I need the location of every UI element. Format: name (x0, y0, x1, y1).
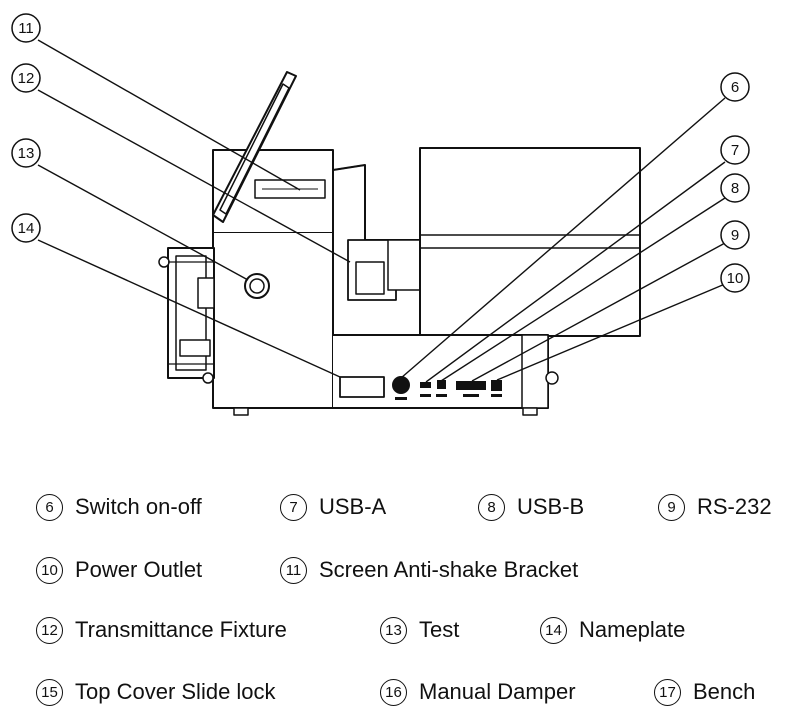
bench-assembly (158, 247, 215, 384)
legend-label: RS-232 (697, 494, 772, 519)
callout-9: 9 (720, 220, 750, 250)
callout-14: 14 (11, 213, 41, 243)
callout-6: 6 (720, 72, 750, 102)
svg-text:7: 7 (731, 142, 739, 159)
legend-item-6: 6 Switch on-off (36, 491, 202, 523)
legend-badge: 16 (380, 678, 407, 706)
legend-item-17: 17 Bench (654, 676, 755, 708)
foot-right (522, 407, 538, 416)
svg-text:9: 9 (731, 227, 739, 244)
callout-8: 8 (720, 173, 750, 203)
legend-item-11: 11 Screen Anti-shake Bracket (280, 554, 578, 586)
svg-text:11: 11 (18, 20, 34, 37)
legend-badge: 17 (654, 678, 681, 706)
legend-item-15: 15 Top Cover Slide lock (36, 676, 276, 708)
legend-item-9: 9 RS-232 (658, 491, 772, 523)
switch-on-off (392, 376, 410, 400)
instrument-diagram: 11 12 13 14 6 7 8 9 (11, 13, 750, 416)
legend-label: USB-B (517, 494, 585, 519)
nameplate (339, 376, 385, 398)
legend-badge: 13 (380, 616, 407, 644)
callout-7: 7 (720, 135, 750, 165)
legend-label: Transmittance Fixture (75, 617, 287, 642)
legend-label: Power Outlet (75, 557, 203, 582)
usb-b-port (436, 380, 447, 397)
svg-text:6: 6 (731, 79, 739, 96)
legend-label: USB-A (319, 494, 387, 519)
legend-item-13: 13 Test (380, 614, 459, 646)
legend-label: Nameplate (579, 617, 686, 642)
screen (212, 71, 297, 223)
legend-badge: 12 (36, 616, 63, 644)
transmittance-fixture (347, 239, 421, 301)
svg-text:14: 14 (18, 220, 35, 237)
legend-label: Screen Anti-shake Bracket (319, 557, 579, 582)
legend-item-7: 7 USB-A (280, 491, 386, 523)
usb-a-port (420, 382, 431, 397)
legend-item-12: 12 Transmittance Fixture (36, 614, 287, 646)
legend-item-10: 10 Power Outlet (36, 554, 202, 586)
legend-label: Switch on-off (75, 494, 202, 519)
legend-badge: 15 (36, 678, 63, 706)
svg-text:10: 10 (727, 270, 744, 287)
test-button (244, 273, 270, 299)
legend-badge: 6 (36, 493, 63, 521)
legend-label: Test (419, 617, 460, 642)
legend-badge: 7 (280, 493, 307, 521)
leader-lines (37, 39, 726, 383)
legend-label: Top Cover Slide lock (75, 679, 276, 704)
main-body (212, 231, 334, 409)
legend-label: Bench (693, 679, 756, 704)
svg-text:12: 12 (18, 70, 35, 87)
legend-badge: 8 (478, 493, 505, 521)
callout-13: 13 (11, 138, 41, 168)
legend-item-14: 14 Nameplate (540, 614, 685, 646)
legend-item-8: 8 USB-B (478, 491, 584, 523)
callout-12: 12 (11, 63, 41, 93)
manual-damper-knob (545, 371, 559, 385)
callout-11: 11 (11, 13, 41, 43)
legend-item-16: 16 Manual Damper (380, 676, 576, 708)
svg-text:13: 13 (18, 145, 35, 162)
legend-badge: 11 (280, 556, 307, 584)
power-outlet (491, 380, 502, 397)
legend-label: Manual Damper (419, 679, 576, 704)
svg-text:8: 8 (731, 180, 739, 197)
rs-232-port (456, 381, 486, 397)
legend-badge: 10 (36, 556, 63, 584)
legend-badge: 14 (540, 616, 567, 644)
foot-left (233, 407, 249, 416)
callout-10: 10 (720, 263, 750, 293)
legend-badge: 9 (658, 493, 685, 521)
